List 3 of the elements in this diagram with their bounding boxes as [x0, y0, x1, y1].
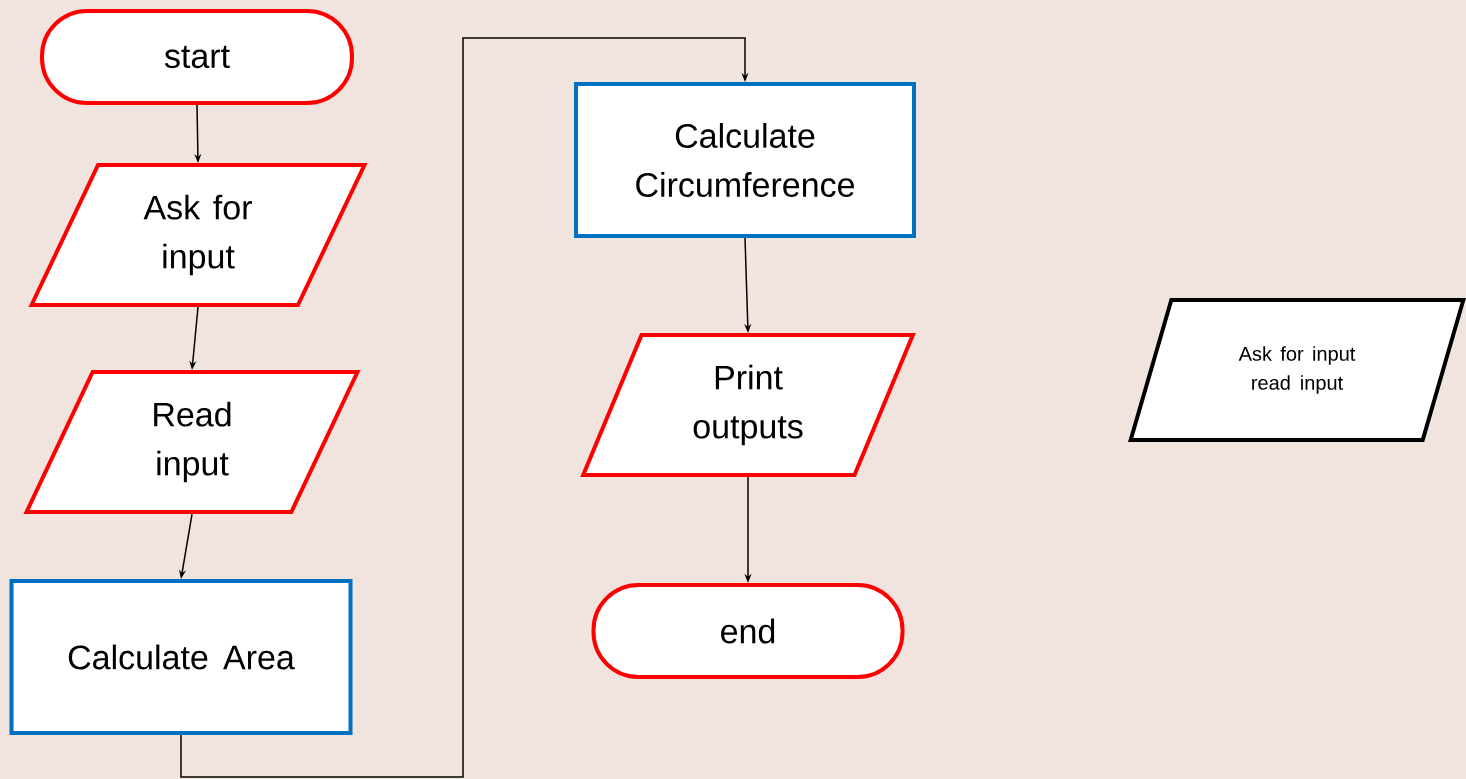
arrow — [180, 37, 749, 778]
process-box: Calculate Circumference — [574, 82, 916, 238]
process-box: Calculate Area — [9, 579, 353, 735]
